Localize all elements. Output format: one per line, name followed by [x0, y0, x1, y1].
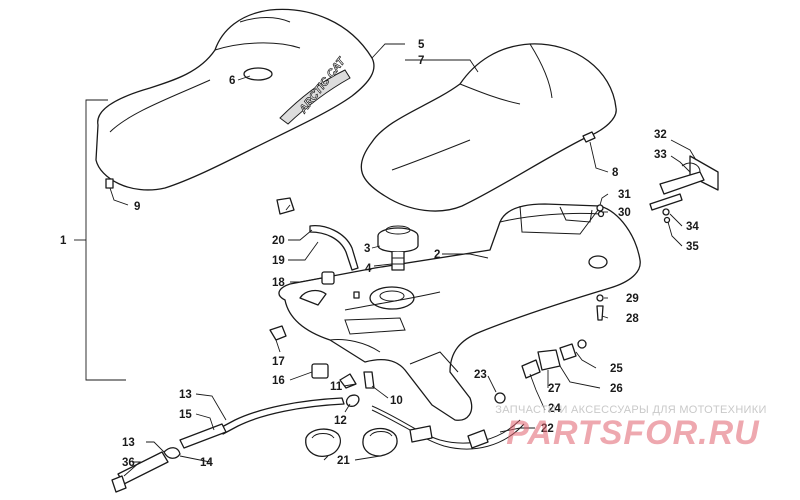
callout-24: 24: [548, 403, 561, 415]
leader-lines: [109, 43, 697, 477]
fuel-cap: [377, 225, 419, 271]
hose-clamps: [305, 427, 398, 457]
callout-9: 9: [134, 201, 140, 213]
callout-36: 36: [122, 457, 135, 469]
fuel-tank: [278, 203, 641, 421]
callout-16: 16: [272, 375, 285, 387]
callout-12: 12: [334, 415, 347, 427]
watermark-subtitle: ЗАПЧАСТИ И АКСЕССУАРЫ ДЛЯ МОТОТЕХНИКИ: [495, 404, 767, 416]
watermark-brand: PARTSFOR.RU: [506, 414, 760, 452]
callout-21: 21: [337, 455, 350, 467]
callout-6: 6: [229, 75, 235, 87]
callout-30: 30: [618, 207, 631, 219]
callout-7: 7: [418, 55, 424, 67]
callout-26: 26: [610, 383, 623, 395]
sensor-harness: [371, 339, 587, 450]
callout-29: 29: [626, 293, 639, 305]
seat-cover: ARCTIC CAT: [95, 8, 375, 191]
callout-15: 15: [179, 409, 192, 421]
callout-2: 2: [434, 249, 440, 261]
callout-28: 28: [626, 313, 639, 325]
callout-10: 10: [390, 395, 403, 407]
callout-18: 18: [272, 277, 285, 289]
callout-4: 4: [365, 263, 372, 275]
callout-20: 20: [272, 235, 285, 247]
callout-5: 5: [418, 39, 425, 51]
callout-31: 31: [618, 189, 631, 201]
callout-33: 33: [654, 149, 667, 161]
fuel-line: [111, 325, 375, 493]
callout-22: 22: [541, 423, 554, 435]
hardware: [596, 204, 605, 321]
callout-8: 8: [612, 167, 619, 179]
seat-foam: [360, 43, 617, 212]
callout-13-lower: 13: [122, 437, 135, 449]
callout-1: 1: [60, 235, 67, 247]
callout-11: 11: [330, 381, 343, 393]
callout-35: 35: [686, 241, 699, 253]
callout-34: 34: [686, 221, 699, 233]
vent-hose: [276, 197, 360, 299]
callout-13-upper: 13: [179, 389, 192, 401]
callout-19: 19: [272, 255, 285, 267]
callout-25: 25: [610, 363, 623, 375]
callout-17: 17: [272, 356, 285, 368]
callout-23: 23: [474, 369, 487, 381]
callout-14: 14: [200, 457, 213, 469]
callout-3: 3: [364, 243, 370, 255]
callout-32: 32: [654, 129, 667, 141]
callout-27: 27: [548, 383, 561, 395]
latch-assembly: [649, 155, 719, 224]
callout-numbers: 1 2 3 4 5 6 7 8 9 10 11 12 13 13 14 15 1…: [60, 39, 699, 469]
